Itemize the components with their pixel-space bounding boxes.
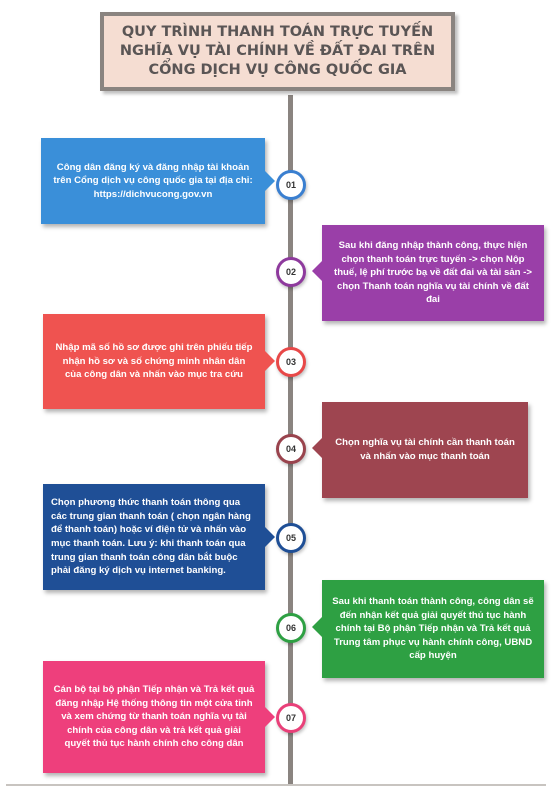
step-box-05: Chọn phương thức thanh toán thông qua cá… [43,484,265,590]
step-box-01: Công dân đăng ký và đăng nhập tài khoản … [41,138,265,224]
step-text-05: Chọn phương thức thanh toán thông qua cá… [51,497,251,577]
step-box-03: Nhập mã số hồ sơ được ghi trên phiếu tiế… [43,314,265,409]
step-box-04: Chọn nghĩa vụ tài chính cần thanh toán v… [322,402,528,498]
step-arrow-01 [265,171,275,191]
step-number-03: 03 [276,347,306,377]
step-text-03: Nhập mã số hồ sơ được ghi trên phiếu tiế… [55,342,253,381]
step-number-04: 04 [276,434,306,464]
step-box-02: Sau khi đăng nhập thành công, thực hiện … [322,225,544,321]
step-arrow-03 [265,351,275,371]
step-text-01: Công dân đăng ký và đăng nhập tài khoản … [53,161,253,200]
step-number-06: 06 [276,613,306,643]
page-title: QUY TRÌNH THANH TOÁN TRỰC TUYẾN NGHĨA VỤ… [119,24,436,78]
step-arrow-02 [312,261,322,281]
step-arrow-04 [312,438,322,458]
step-text-07: Cán bộ tại bộ phận Tiếp nhận và Trả kết … [53,684,255,750]
step-text-04: Chọn nghĩa vụ tài chính cần thanh toán v… [335,437,515,462]
step-arrow-06 [312,617,322,637]
step-arrow-05 [265,527,275,547]
title-box: QUY TRÌNH THANH TOÁN TRỰC TUYẾN NGHĨA VỤ… [100,12,455,91]
step-number-02: 02 [276,257,306,287]
step-text-02: Sau khi đăng nhập thành công, thực hiện … [334,240,532,306]
step-number-05: 05 [276,523,306,553]
step-box-06: Sau khi thanh toán thành công, công dân … [322,580,544,678]
step-box-07: Cán bộ tại bộ phận Tiếp nhận và Trả kết … [43,661,265,773]
step-text-06: Sau khi thanh toán thành công, công dân … [332,596,534,662]
step-arrow-07 [265,707,275,727]
bottom-divider [6,784,546,786]
step-number-01: 01 [276,170,306,200]
step-number-07: 07 [276,703,306,733]
